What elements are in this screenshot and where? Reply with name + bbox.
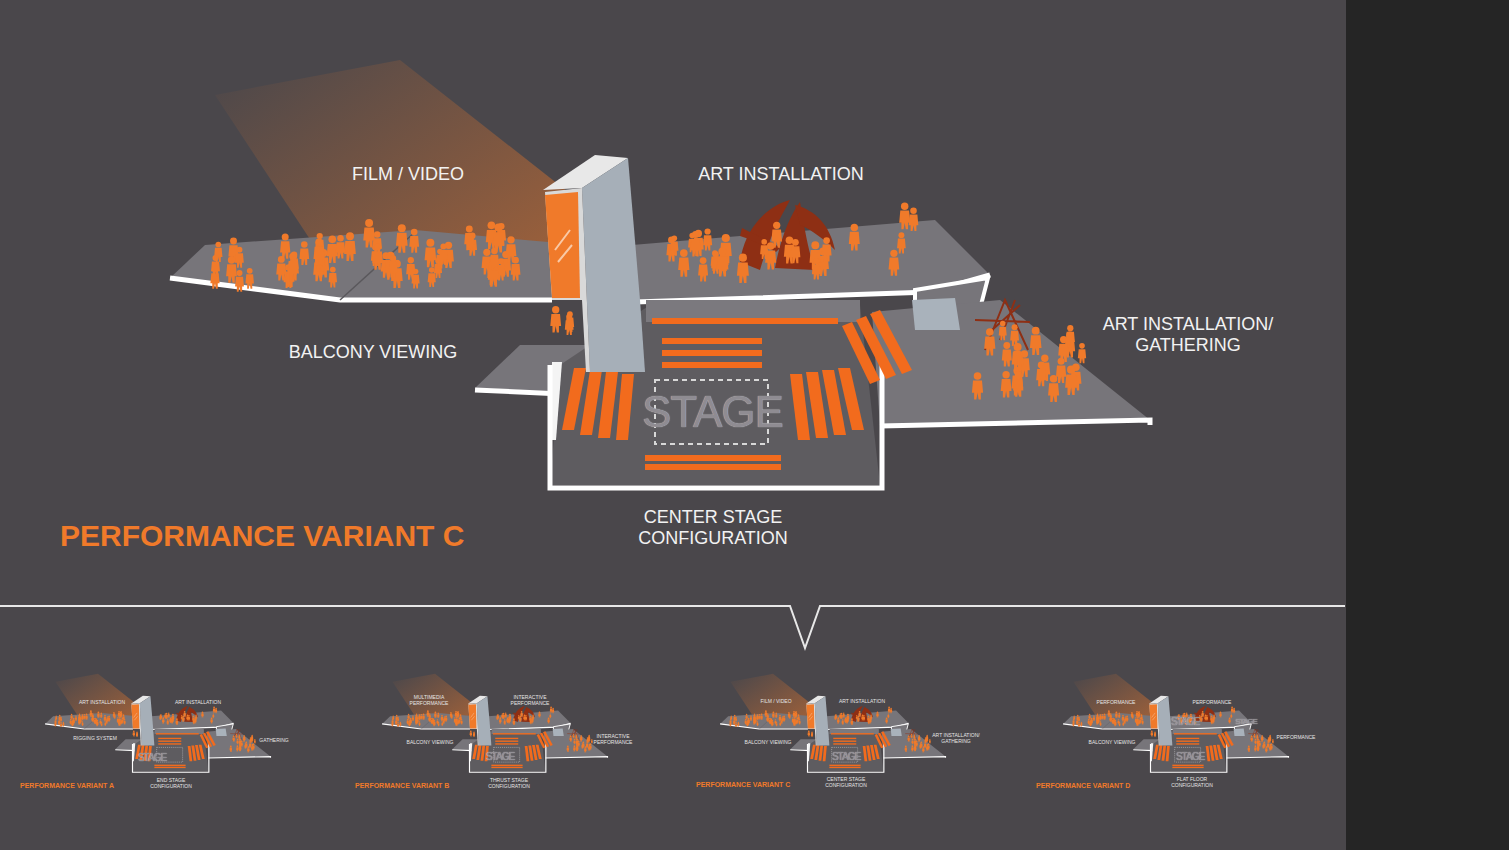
variant-title: PERFORMANCE VARIANT D [1036, 782, 1130, 790]
stage-label: STAGE [1170, 751, 1210, 763]
area-label: CENTER STAGE CONFIGURATION [821, 777, 871, 789]
thumbnail-b [382, 674, 607, 772]
page-title: PERFORMANCE VARIANT C [60, 519, 464, 553]
area-label: BALCONY VIEWING [1085, 740, 1140, 746]
stage-label: STAGE [642, 387, 782, 438]
area-label: ART INSTALLATION [832, 699, 892, 705]
main-illustration [170, 60, 1150, 488]
area-label: ART INSTALLATION/ GATHERING [1088, 314, 1288, 355]
area-label: MULTIMEDIA PERFORMANCE [409, 695, 449, 707]
area-label: FILM / VIDEO [308, 164, 508, 185]
variant-title: PERFORMANCE VARIANT A [20, 782, 114, 790]
area-label: THRUST STAGE CONFIGURATION [482, 778, 537, 790]
stage-label: STAGE [1165, 716, 1205, 728]
area-label: PERFORMANCE [1187, 700, 1237, 706]
thumbnail-c [720, 674, 945, 772]
stage-label: STAGE [1231, 717, 1261, 726]
area-label: PERFORMANCE [1091, 700, 1141, 706]
side-panel [1346, 0, 1509, 850]
area-label: INTERACTIVE PERFORMANCE [591, 734, 636, 746]
area-label: BALCONY VIEWING [741, 740, 796, 746]
area-label: GATHERING [252, 738, 297, 744]
thumbnail-a [45, 674, 270, 772]
thumbnail-d [1063, 674, 1288, 772]
area-label: BALCONY VIEWING [273, 342, 473, 363]
area-label: END STAGE CONFIGURATION [144, 778, 199, 790]
area-label: ART INSTALLATION/ GATHERING [931, 733, 981, 745]
stage-label: STAGE [132, 752, 172, 764]
area-label: FILM / VIDEO [754, 699, 799, 705]
variant-title: PERFORMANCE VARIANT C [696, 781, 790, 789]
area-label: PERFORMANCE [1274, 735, 1319, 741]
area-label: FLAT FLOOR CONFIGURATION [1167, 777, 1217, 789]
variant-title: PERFORMANCE VARIANT B [355, 782, 449, 790]
area-label: ART INSTALLATION [168, 700, 228, 706]
area-label: RIGGING SYSTEM [68, 736, 123, 742]
area-label: ART INSTALLATION [671, 164, 891, 185]
area-label: BALCONY VIEWING [403, 740, 458, 746]
area-label: INTERACTIVE PERFORMANCE [508, 695, 553, 707]
stage-label: STAGE [826, 751, 866, 763]
stage-label: STAGE [480, 751, 520, 763]
area-label: CENTER STAGE CONFIGURATION [613, 507, 813, 548]
area-label: ART INSTALLATION [72, 700, 132, 706]
separator [0, 606, 1345, 648]
